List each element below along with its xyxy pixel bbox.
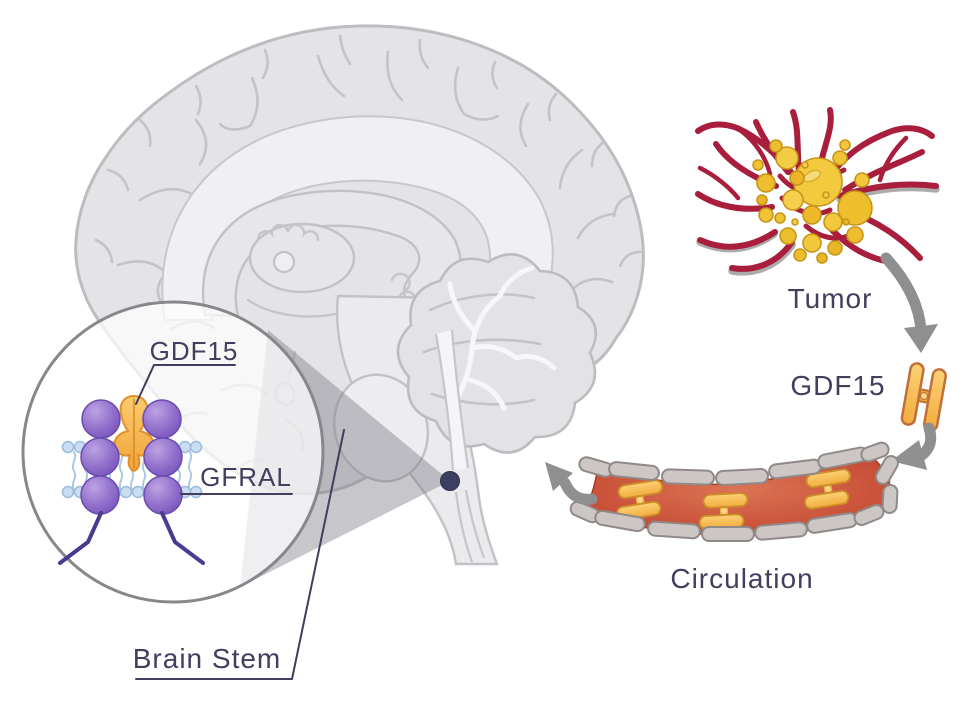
tumor-label: Tumor: [788, 283, 873, 314]
inset-ligand-label: GDF15: [150, 336, 239, 366]
tumor-cells: [752, 139, 873, 264]
interthalamic-adhesion: [272, 250, 296, 274]
arrow-tumor-to-gdf15: [880, 252, 938, 353]
brain-stem-leader: [135, 429, 345, 680]
arbor-vitae: [445, 265, 557, 415]
gdf15-in-blood: [615, 468, 852, 530]
gdf15-flow-label: GDF15: [790, 370, 885, 401]
blood-vessel: [569, 441, 899, 542]
circulation-label: Circulation: [670, 563, 813, 594]
vessel-wall-segments: [569, 441, 899, 542]
brain-stem-label: Brain Stem: [133, 643, 282, 674]
inset-ligand-leader: [135, 364, 236, 405]
receptor-inset: GDF15 GFRAL: [21, 300, 325, 604]
thalamus: [248, 222, 356, 294]
brain-stem-dot: [440, 471, 460, 491]
cerebellum-folia: [422, 293, 542, 406]
receptor-domain: [80, 437, 120, 477]
arrow-circulation-to-brain: [545, 462, 598, 505]
fourth-ventricle-channel: [436, 330, 468, 470]
receptor-domain: [80, 475, 120, 515]
thalamus-scallops: [256, 223, 320, 242]
receptor-domain: [143, 475, 183, 515]
tumor-illustration: [695, 107, 940, 276]
inset-receptor-label: GFRAL: [200, 462, 292, 492]
receptor-tails: [58, 511, 205, 565]
arrow-gdf15-to-circulation: [891, 422, 937, 470]
receptor-domain: [142, 399, 182, 439]
medulla-lines: [434, 329, 486, 563]
gdf15-molecule: [900, 362, 947, 432]
receptor-domain: [143, 437, 183, 477]
receptor-domain: [81, 399, 121, 439]
gfral-receptor: [58, 399, 205, 565]
